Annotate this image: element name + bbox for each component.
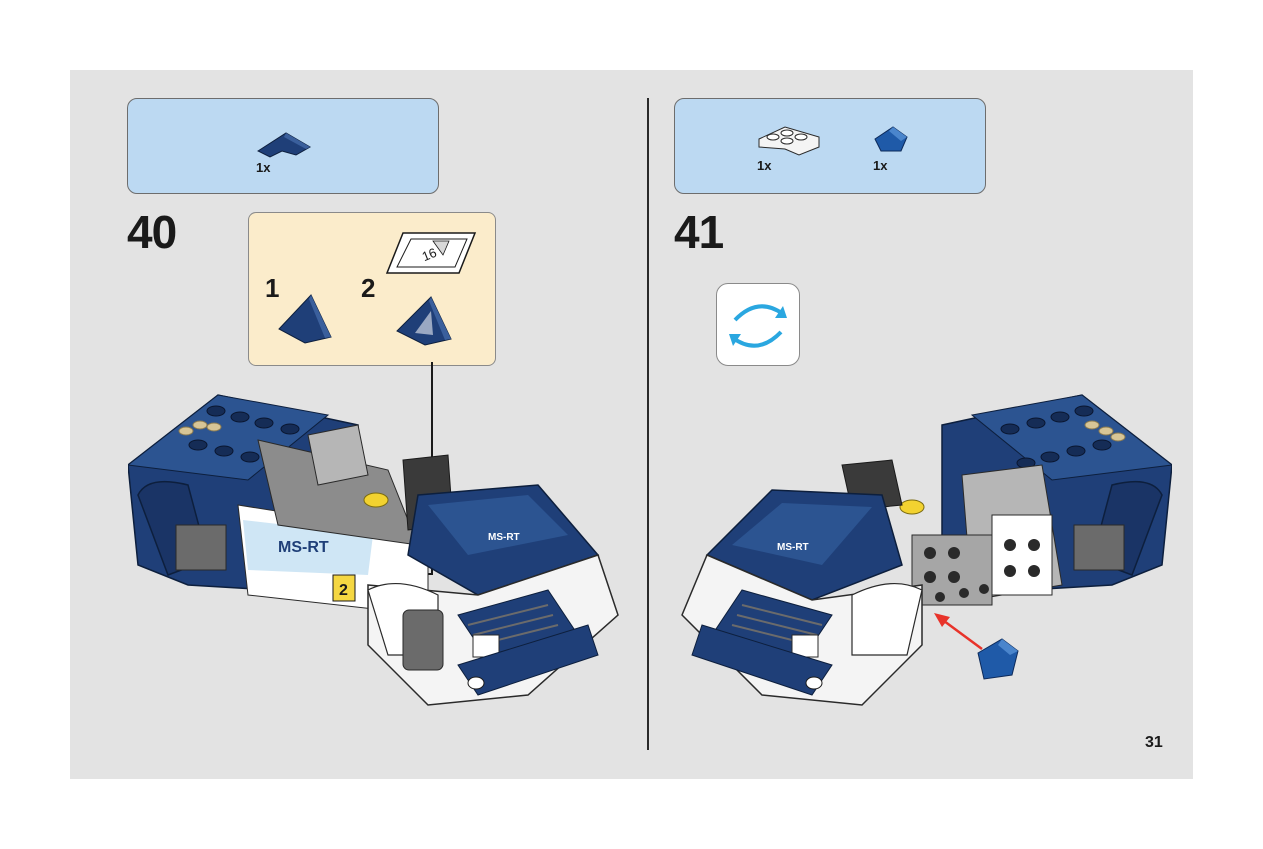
part-quantity: 1x	[256, 160, 270, 175]
step-number-40: 40	[127, 205, 176, 259]
car-model-step-41: MS-RT	[672, 385, 1172, 715]
substep-number-2: 2	[361, 273, 375, 304]
step-number-41: 41	[674, 205, 723, 259]
svg-text:MS-RT: MS-RT	[488, 532, 520, 543]
rotate-model-icon	[725, 292, 791, 358]
parts-list-step-41: 1x 1x	[674, 98, 986, 194]
slope-piece-icon	[871, 125, 911, 155]
step-divider	[647, 98, 649, 750]
curved-wedge-piece-icon	[256, 129, 312, 161]
svg-text:MS-RT: MS-RT	[777, 542, 809, 553]
svg-text:2: 2	[339, 582, 348, 599]
car-model-step-40: MS-RT PULSAR 2 MS-RT	[128, 385, 623, 715]
page-number: 31	[1145, 734, 1163, 752]
svg-text:MS-RT: MS-RT	[278, 539, 329, 556]
rotate-model-box	[716, 283, 800, 366]
wedge-with-sticker-icon	[393, 293, 455, 349]
parts-list-step-40: 1x	[127, 98, 439, 194]
wedge-piece-icon	[275, 291, 335, 347]
part-quantity: 1x	[757, 158, 771, 173]
corner-plate-piece-icon	[755, 121, 825, 159]
part-quantity: 1x	[873, 158, 887, 173]
substep-box: 1 2 16	[248, 212, 496, 366]
